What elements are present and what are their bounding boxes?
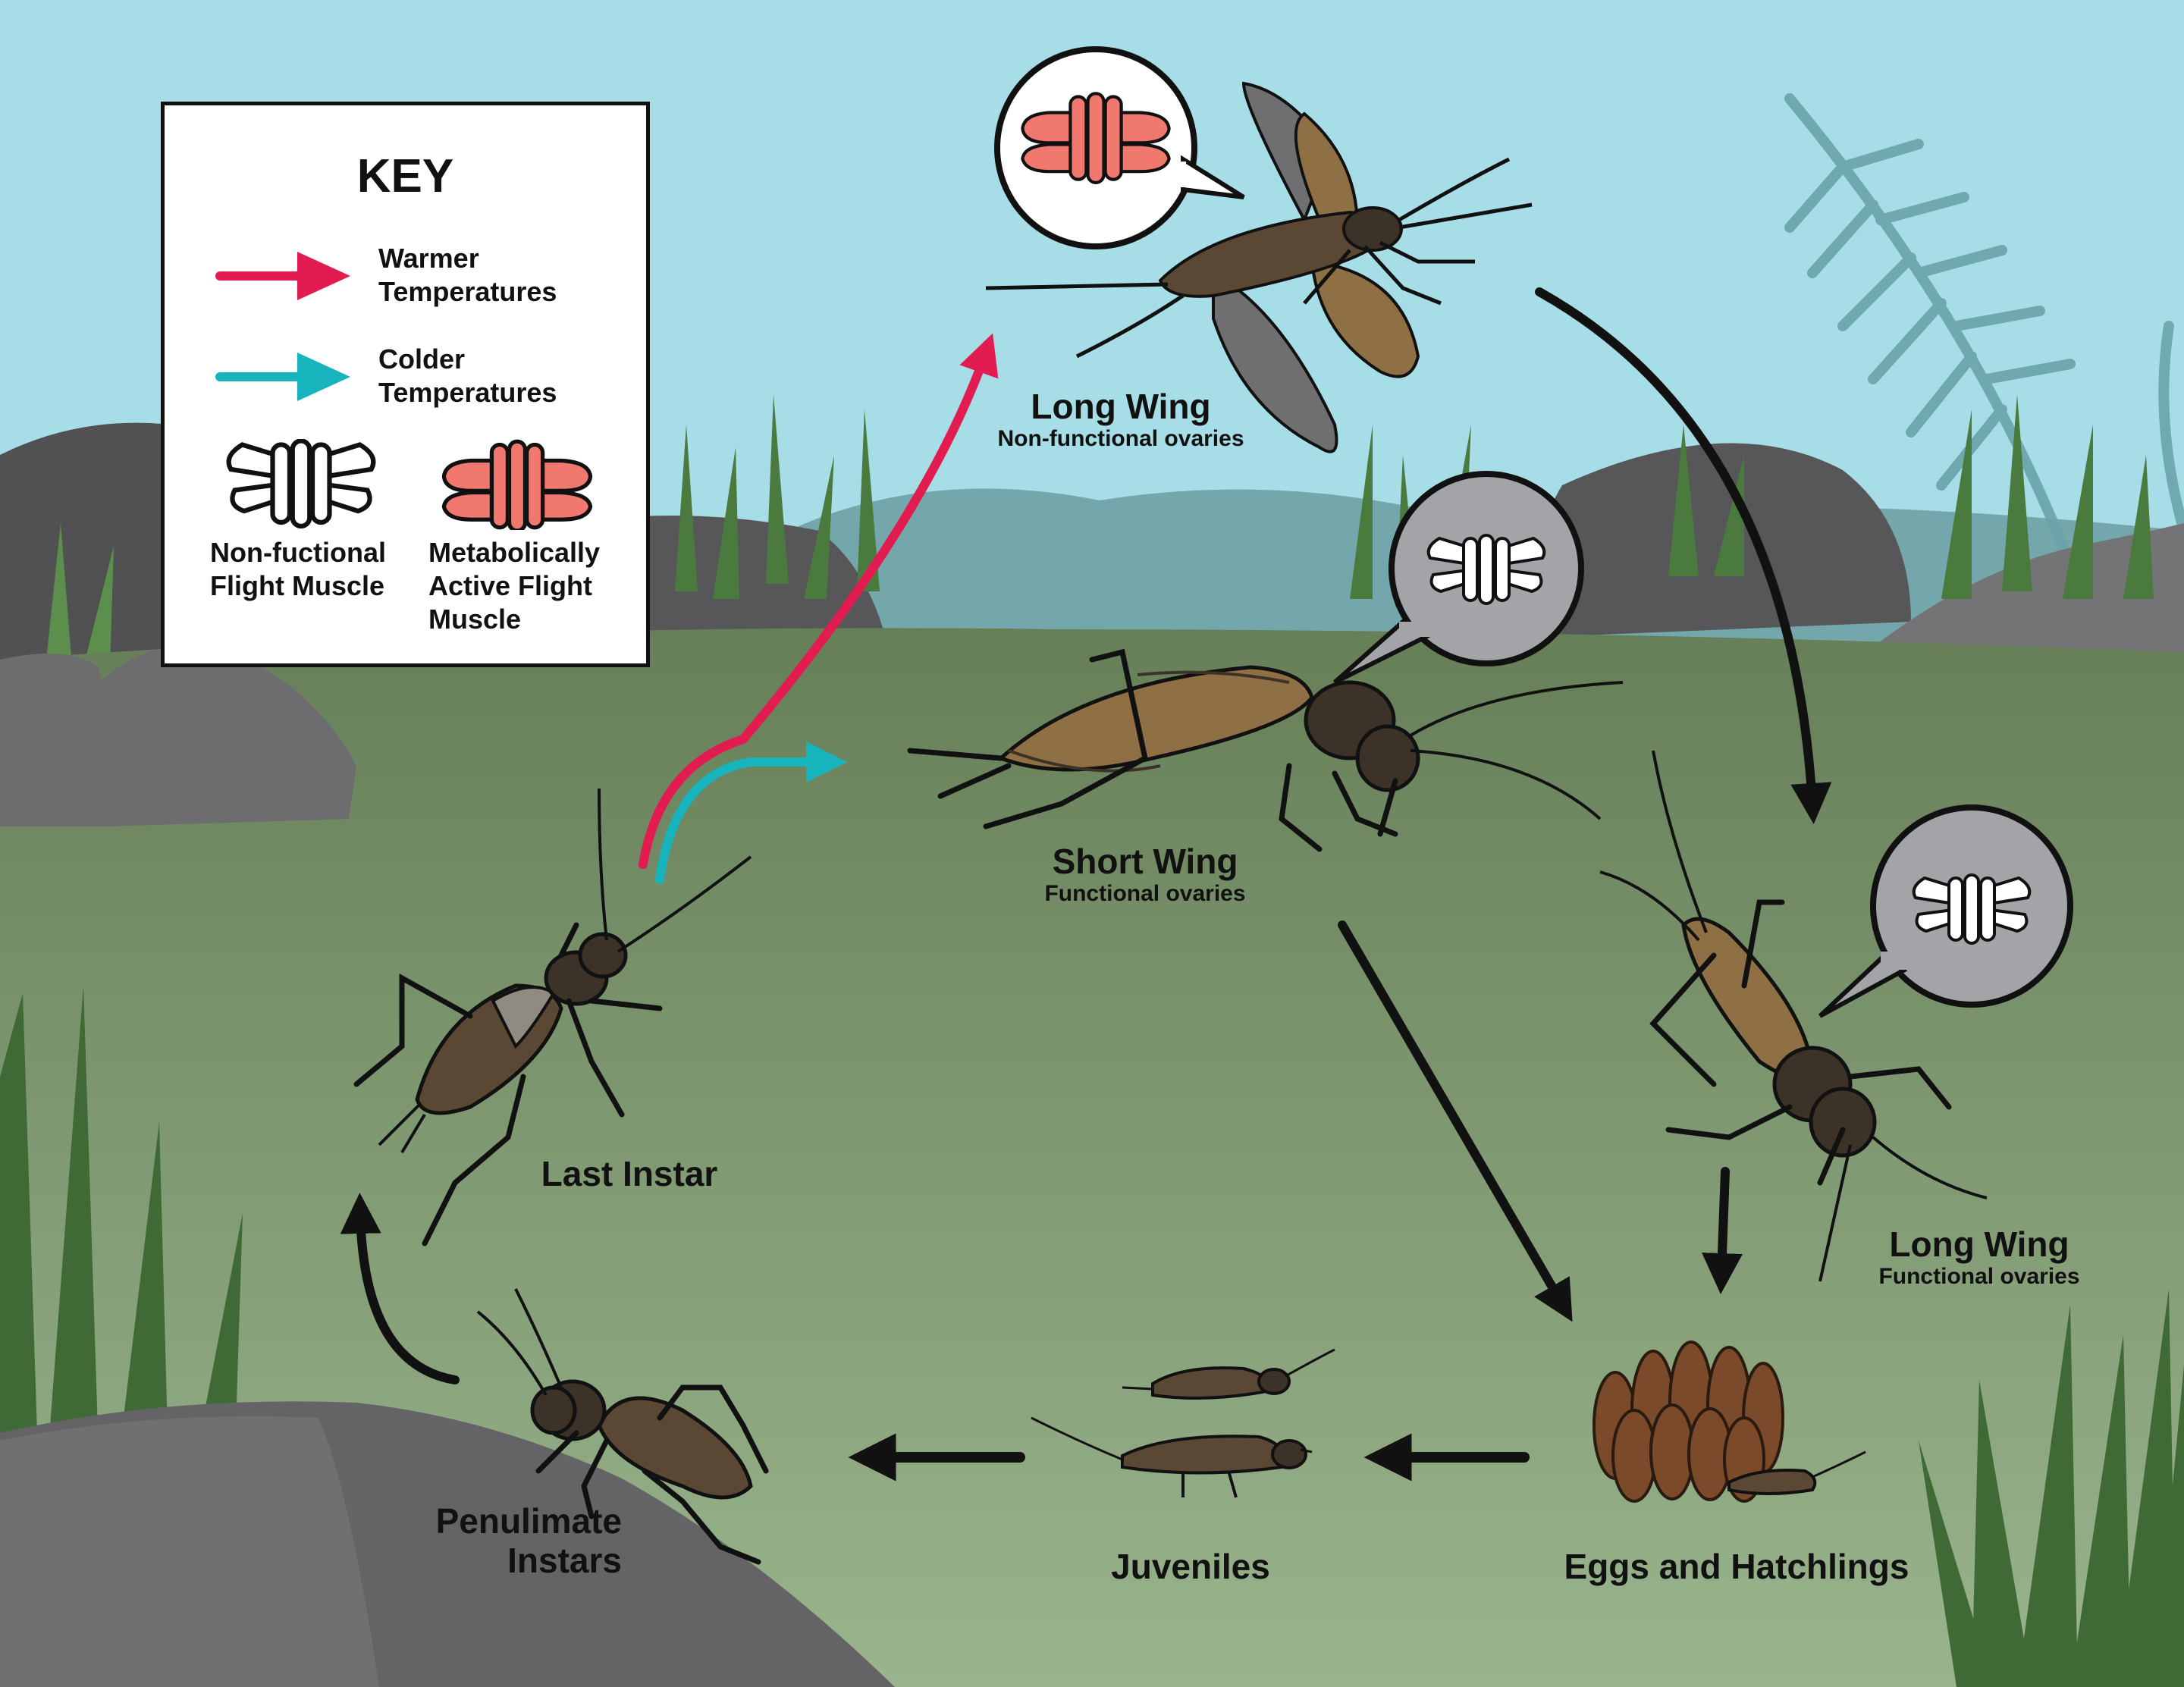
arrow-penultimate-to-last-instar	[340, 1193, 460, 1384]
colder-legend-arrow-icon	[215, 353, 350, 401]
callout-nonfunctional-muscle-bubble-1	[1333, 471, 1584, 685]
warmer-legend-arrow-icon	[215, 252, 350, 300]
arrow-longwing-to-eggs	[1702, 1167, 1743, 1294]
legend-title: KEY	[356, 150, 454, 202]
colder-legend-label: Colder Temperatures	[378, 343, 557, 408]
callout-active-muscle-bubble	[994, 46, 1245, 249]
warmer-arrow	[639, 333, 999, 869]
label-long-wing-functional: Long Wing Functional ovaries	[1878, 1224, 2080, 1289]
nonfunctional-muscle-label: Non-fuctional Flight Muscle	[210, 537, 386, 601]
active-muscle-label: Metabolically Active Flight Muscle	[428, 537, 601, 635]
callout-nonfunctional-muscle-bubble-2	[1818, 804, 2073, 1018]
long-wing-walking-cricket	[1599, 750, 1988, 1282]
legend-box: KEY Warmer Temperatures Colder Temperatu…	[161, 102, 650, 667]
label-last-instar: Last Instar	[541, 1154, 718, 1193]
label-penultimate-instars: Penulimate Instars	[435, 1501, 622, 1580]
label-long-wing-nonfunctional: Long Wing Non-functional ovaries	[997, 387, 1244, 451]
penultimate-instar-cricket	[476, 1288, 769, 1565]
juvenile-crickets	[1031, 1348, 1335, 1498]
short-wing-cricket	[907, 648, 1624, 852]
active-muscle-icon	[434, 439, 601, 530]
arrow-shortwing-to-eggs	[1338, 920, 1573, 1322]
label-eggs-and-hatchlings: Eggs and Hatchlings	[1564, 1547, 1909, 1586]
label-short-wing: Short Wing Functional ovaries	[1044, 842, 1246, 906]
long-wing-flying-cricket	[985, 81, 1533, 453]
warmer-legend-label: Warmer Temperatures	[378, 243, 557, 307]
arrow-longwing-to-longwing-functional	[1535, 287, 1832, 824]
nonfunctional-muscle-icon	[218, 439, 384, 530]
last-instar-cricket	[353, 788, 752, 1246]
colder-arrow	[655, 742, 847, 884]
label-juveniles: Juveniles	[1111, 1547, 1270, 1586]
eggs-and-hatchlings	[1592, 1341, 1866, 1503]
